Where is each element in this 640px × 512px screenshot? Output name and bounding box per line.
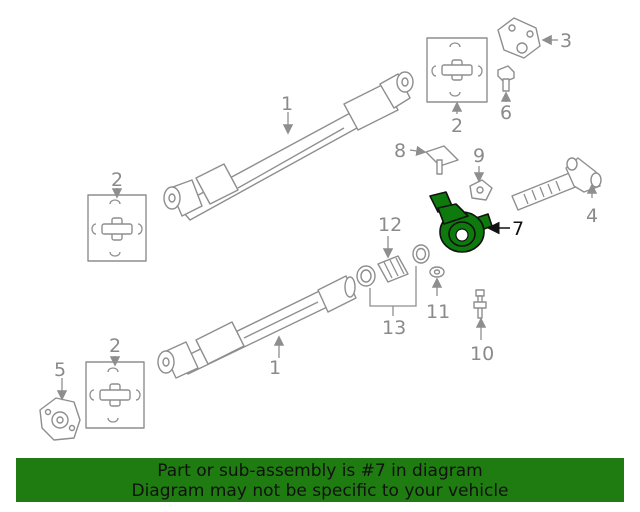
boot-12[interactable] bbox=[377, 255, 409, 283]
slip-yoke[interactable] bbox=[511, 157, 602, 211]
u-joint-kit-left[interactable] bbox=[87, 194, 147, 262]
clamps-13[interactable] bbox=[356, 244, 430, 287]
callout-13: 13 bbox=[382, 317, 406, 339]
callout-2-lower: 2 bbox=[109, 335, 121, 357]
callout-8: 8 bbox=[394, 140, 406, 162]
callout-3: 3 bbox=[560, 30, 572, 52]
callout-1-upper: 1 bbox=[281, 93, 293, 115]
bolt-6[interactable] bbox=[497, 65, 515, 92]
bolt-10[interactable] bbox=[473, 289, 487, 319]
lower-drive-shaft[interactable] bbox=[157, 275, 357, 379]
companion-flange[interactable] bbox=[39, 397, 81, 441]
callout-1-lower: 1 bbox=[269, 357, 281, 379]
callout-7: 7 bbox=[512, 218, 524, 240]
upper-drive-shaft[interactable] bbox=[163, 71, 414, 221]
leader-lines bbox=[56, 34, 598, 401]
bracket-8[interactable] bbox=[425, 145, 459, 175]
callout-12: 12 bbox=[378, 214, 402, 236]
callout-11: 11 bbox=[426, 301, 450, 323]
banner-line-2: Diagram may not be specific to your vehi… bbox=[131, 481, 509, 501]
u-joint-kit-lower[interactable] bbox=[85, 361, 145, 429]
callout-6: 6 bbox=[500, 102, 512, 124]
washer-11[interactable] bbox=[429, 266, 445, 278]
callout-4: 4 bbox=[586, 205, 598, 227]
callout-2-upper: 2 bbox=[451, 115, 463, 137]
callout-5: 5 bbox=[54, 359, 66, 381]
clip-nut-9[interactable] bbox=[469, 179, 493, 201]
banner-line-1: Part or sub-assembly is #7 in diagram bbox=[157, 461, 483, 481]
callout-2-left: 2 bbox=[111, 169, 123, 191]
center-support-bearing[interactable] bbox=[429, 191, 493, 253]
info-banner: Part or sub-assembly is #7 in diagram Di… bbox=[16, 458, 624, 502]
callout-9: 9 bbox=[473, 145, 485, 167]
parts-diagram: 1 1 2 2 2 3 4 5 6 7 8 9 10 11 12 13 bbox=[39, 17, 602, 441]
flange-yoke[interactable] bbox=[497, 17, 541, 59]
callout-10: 10 bbox=[470, 343, 494, 365]
callouts: 1 1 2 2 2 3 4 5 6 7 8 9 10 11 12 13 bbox=[54, 30, 598, 381]
u-joint-kit-upper-right[interactable] bbox=[426, 37, 488, 103]
